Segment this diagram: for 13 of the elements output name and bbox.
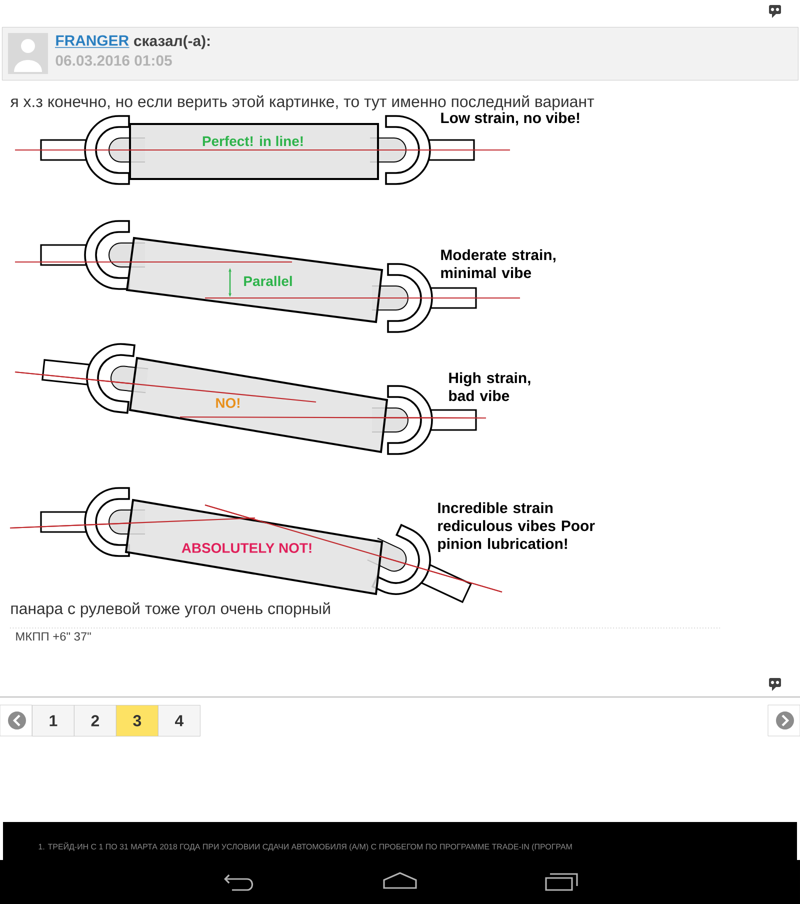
page-button: 1: [32, 705, 74, 736]
post-text: панара с рулевой тоже угол очень спорный: [11, 602, 330, 618]
username-link: FRANGER: [54, 35, 130, 48]
post-text: я х.з конечно, но если верить этой картинке, то тут именно последний вариант: [10, 95, 594, 110]
author-label: сказал(-а):: [134, 35, 210, 50]
post-date: 06.03.2016 01:05: [56, 55, 172, 66]
caption-text: Low strain, no vibe!: [441, 112, 580, 126]
signature-text: МКПП +6" 37": [16, 632, 91, 641]
shaft-body: Perfect! in line!: [15, 123, 510, 180]
page-button: 3: [116, 705, 158, 736]
page-button: 4: [158, 705, 200, 736]
caption-text: High strain, bad vibe: [449, 372, 530, 402]
page-button: 2: [74, 705, 116, 736]
